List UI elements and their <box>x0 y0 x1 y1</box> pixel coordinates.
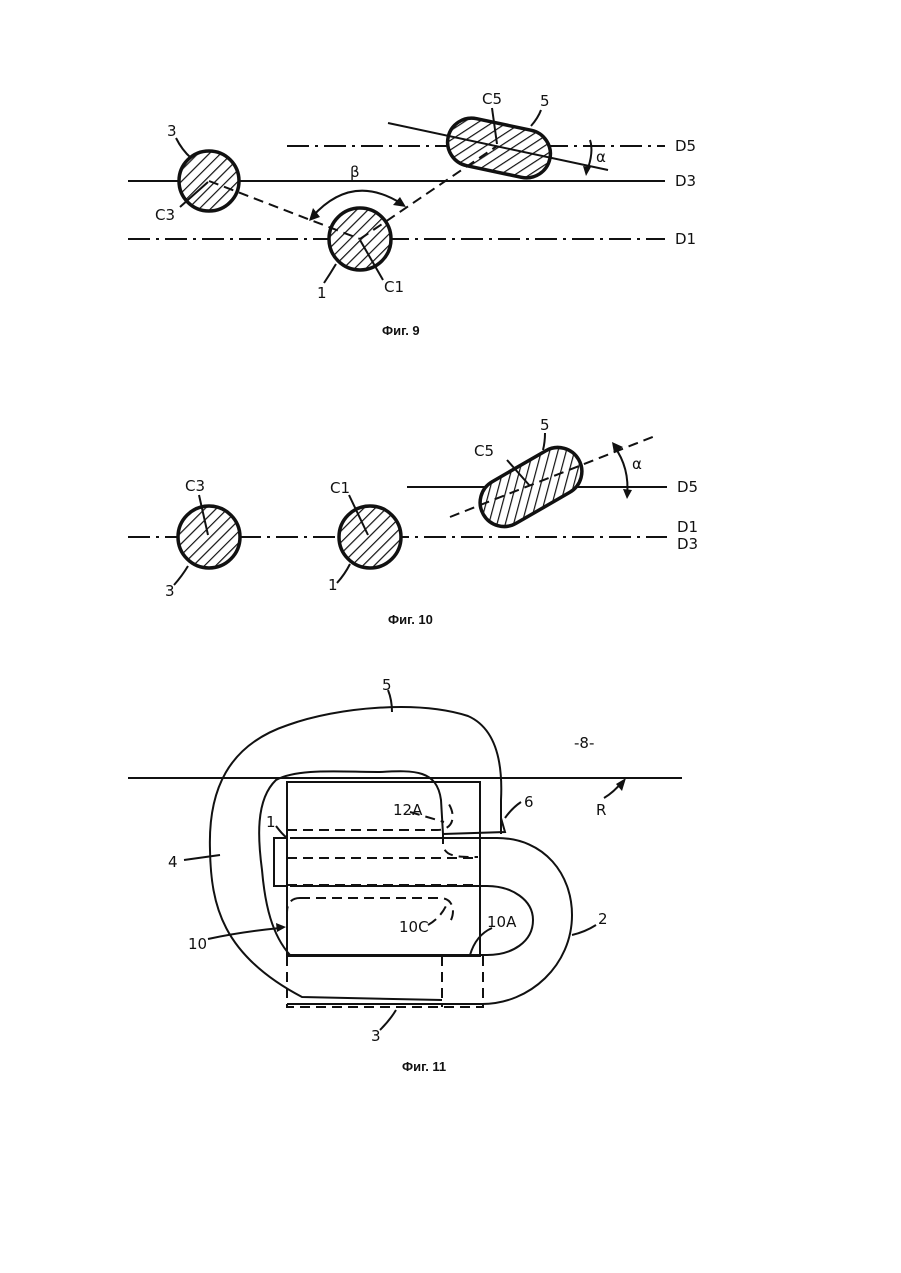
label-d3: D3 <box>675 172 696 190</box>
label-10a: 10A <box>487 913 517 931</box>
label-alpha: α <box>596 148 606 166</box>
caption-fig-9: Фиг. 9 <box>382 323 420 338</box>
label-d1: D1 <box>677 518 698 536</box>
label-d5: D5 <box>675 137 696 155</box>
leader-5 <box>531 110 541 126</box>
leader-1 <box>337 564 350 583</box>
label-c5: C5 <box>474 442 494 460</box>
beta-arrow-right <box>393 197 406 207</box>
link-c3-c1 <box>209 181 360 239</box>
figure-11: 5 -8- R 6 12A 1 4 2 10C 10A 10 3 Фиг. 11 <box>128 676 682 1074</box>
label-c3: C3 <box>155 206 175 224</box>
leader-3 <box>380 1010 396 1030</box>
region-12a <box>287 800 453 830</box>
label-5: 5 <box>540 92 550 110</box>
leader-4 <box>184 855 220 860</box>
label-5: 5 <box>382 676 392 694</box>
side-tab <box>274 838 287 886</box>
leader-5 <box>543 433 545 450</box>
alpha-arrow-bottom <box>623 489 632 499</box>
label-c1: C1 <box>330 479 350 497</box>
label-c5: C5 <box>482 90 502 108</box>
label-5: 5 <box>540 416 550 434</box>
leader-3 <box>176 138 191 158</box>
label-2: 2 <box>598 910 608 928</box>
label-c3: C3 <box>185 477 205 495</box>
label-6: 6 <box>524 793 534 811</box>
label-d3: D3 <box>677 535 698 553</box>
caption-fig-11: Фиг. 11 <box>402 1059 446 1074</box>
rod-3-section <box>178 506 240 568</box>
label-d1: D1 <box>675 230 696 248</box>
label-3: 3 <box>167 122 177 140</box>
arrow-10 <box>276 923 286 932</box>
leader-10 <box>208 928 280 939</box>
label-r: R <box>596 801 606 819</box>
label-12a: 12A <box>393 801 423 819</box>
leader-6 <box>505 802 521 818</box>
label-1: 1 <box>266 813 276 831</box>
label-d5: D5 <box>677 478 698 496</box>
leader-1 <box>276 826 287 838</box>
alpha-angle-arc <box>614 446 627 496</box>
label-10: 10 <box>188 935 207 953</box>
label-1: 1 <box>317 284 327 302</box>
label-3: 3 <box>165 582 175 600</box>
arrow-r <box>616 778 626 791</box>
label-10c: 10C <box>399 918 429 936</box>
label-3: 3 <box>371 1027 381 1045</box>
leader-2 <box>572 925 596 935</box>
label-c1: C1 <box>384 278 404 296</box>
caption-fig-10: Фиг. 10 <box>388 612 433 627</box>
label-alpha: α <box>632 455 642 473</box>
leader-3 <box>174 566 188 585</box>
alpha-arrow <box>583 166 591 176</box>
figure-10: 5 C5 α D5 C3 C1 D1 D3 3 1 Фиг. 10 <box>128 416 698 627</box>
outer-loop-2 <box>287 838 572 1004</box>
label-8: -8- <box>574 734 594 752</box>
rod-1-section <box>339 506 401 568</box>
leader-1 <box>324 264 336 283</box>
label-4: 4 <box>168 853 178 871</box>
leader-10c <box>428 906 446 925</box>
label-beta: β <box>350 163 360 181</box>
figure-9: C5 5 D5 α D3 3 β C3 D1 1 C1 Фиг. 9 <box>128 90 696 338</box>
label-1: 1 <box>328 576 338 594</box>
